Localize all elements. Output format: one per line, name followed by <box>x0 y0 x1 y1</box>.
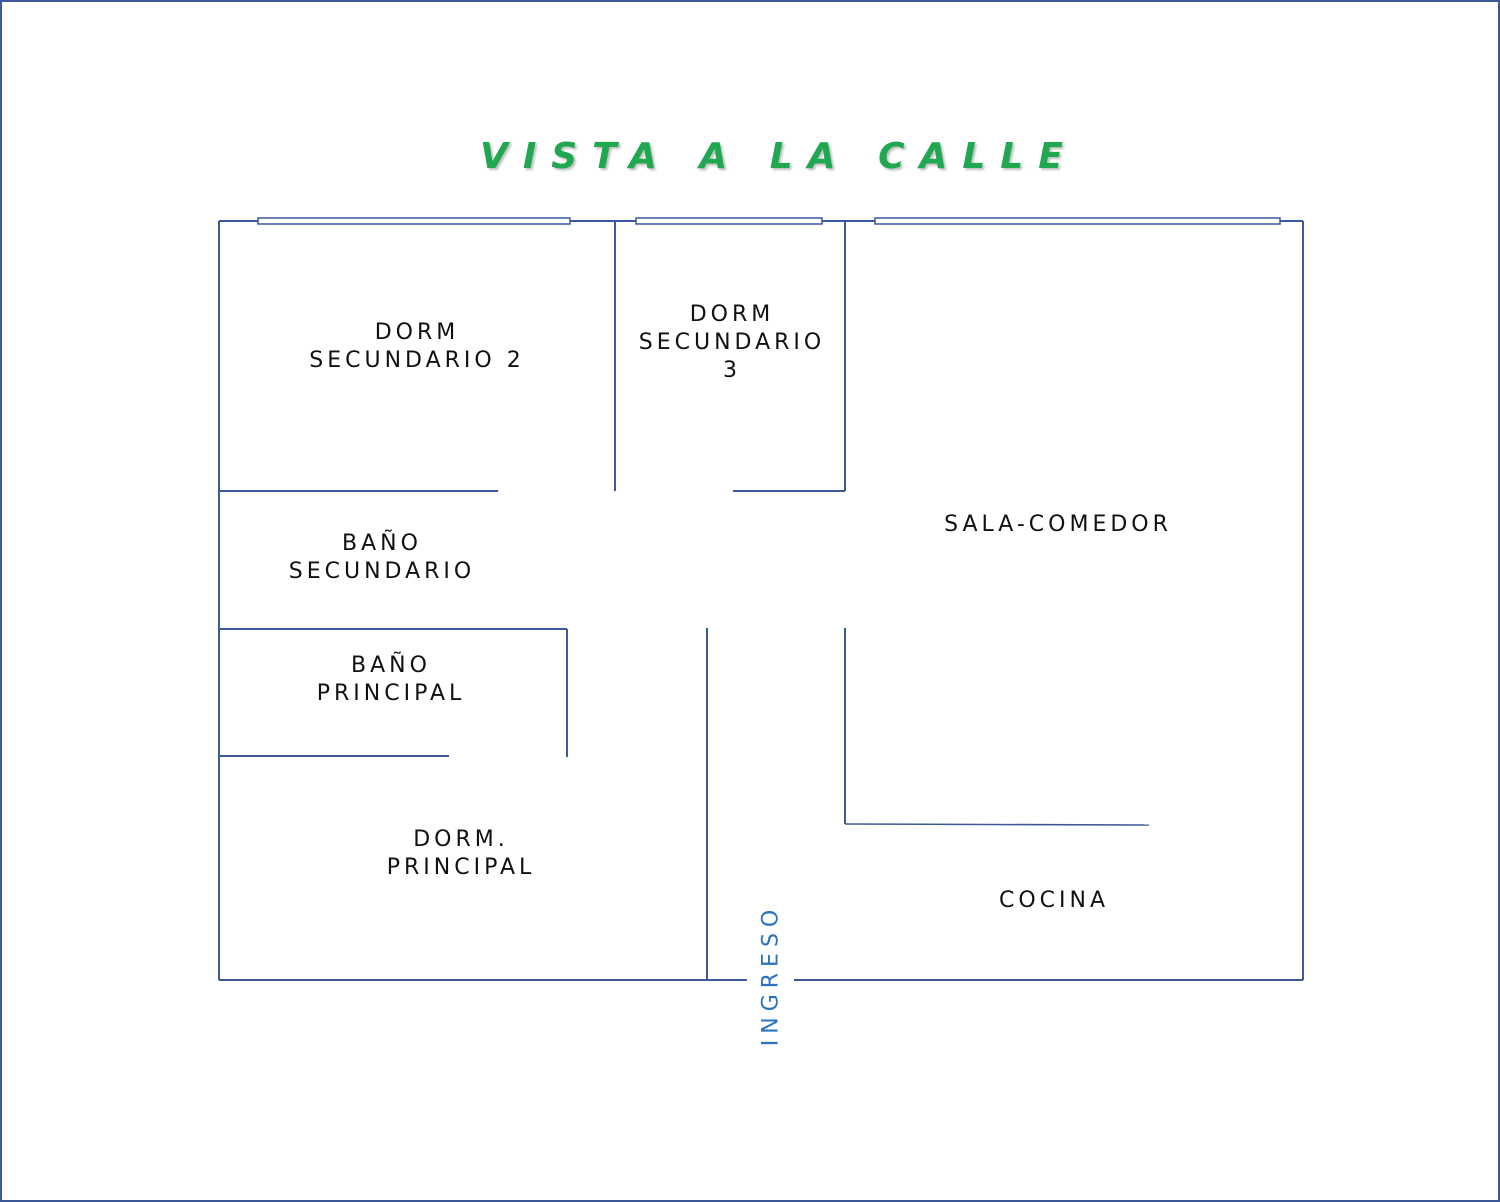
entry-label: INGRESO <box>758 903 784 1047</box>
room-label-dorm-principal: DORM. PRINCIPAL <box>386 827 536 880</box>
wall-kitchen-counter <box>844 823 1150 826</box>
room-label-cocina: COCINA <box>998 888 1110 913</box>
room-label-dorm-secundario-3: DORM SECUNDARIO 3 <box>638 302 826 383</box>
window-dorm2 <box>257 217 571 225</box>
windows <box>257 217 1281 225</box>
room-label-sala-comedor: SALA-COMEDOR <box>944 512 1172 537</box>
plan-title: VISTA A LA CALLE <box>480 136 1078 177</box>
room-label-dorm-secundario-2: DORM SECUNDARIO 2 <box>309 320 525 373</box>
room-label-bano-principal: BAÑO PRINCIPAL <box>316 653 466 706</box>
window-sala <box>874 217 1281 225</box>
room-label-bano-secundario: BAÑO SECUNDARIO <box>288 531 476 584</box>
window-dorm3 <box>635 217 823 225</box>
